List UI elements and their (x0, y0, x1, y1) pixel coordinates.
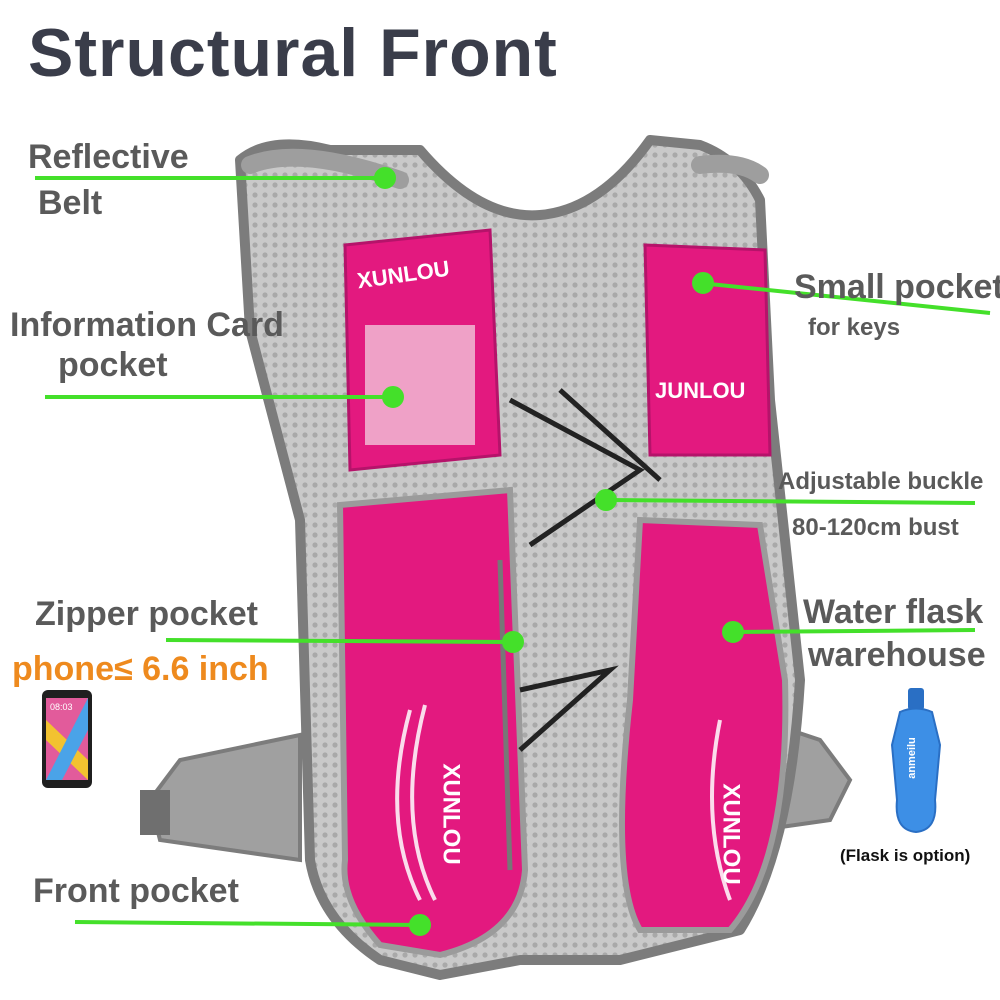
bungee-cords (508, 388, 662, 752)
small-key-pocket (643, 243, 772, 457)
left-side-strap (140, 732, 302, 863)
phone-time: 08:03 (50, 702, 73, 712)
phone-icon (42, 690, 92, 788)
flask-brand-text: anmeilu (905, 737, 918, 779)
label-information-card-pocket: pocket (58, 346, 168, 384)
label-reflective: Reflective (28, 138, 189, 176)
label-phone-size: phone≤ 6.6 inch (12, 650, 269, 688)
label-for-keys: for keys (808, 314, 901, 341)
label-belt: Belt (38, 184, 103, 222)
label-adjustable-buckle: Adjustable buckle (778, 468, 984, 495)
zipper-line (497, 559, 513, 871)
label-bust-range: 80-120cm bust (792, 514, 959, 541)
brand-mark-left-bottom: XUNLOU (437, 763, 465, 865)
label-information-card: Information Card (10, 306, 284, 344)
label-zipper-pocket: Zipper pocket (35, 595, 258, 633)
clear-card-window (365, 325, 475, 445)
label-small-pocket: Small pocket (794, 268, 1000, 306)
brand-mark-right-bottom: XUNLOU (717, 783, 745, 885)
soft-flask-icon (890, 688, 942, 834)
label-warehouse: warehouse (808, 636, 986, 674)
left-front-pocket (336, 486, 529, 959)
water-flask-pocket (619, 516, 789, 933)
callout-lines (35, 167, 991, 936)
flask-optional-note: (Flask is option) (840, 846, 971, 865)
label-water-flask: Water flask (803, 593, 984, 631)
label-front-pocket: Front pocket (33, 872, 239, 910)
brand-mark-right-top: JUNLOU (655, 378, 746, 403)
page-title: Structural Front (28, 15, 558, 91)
